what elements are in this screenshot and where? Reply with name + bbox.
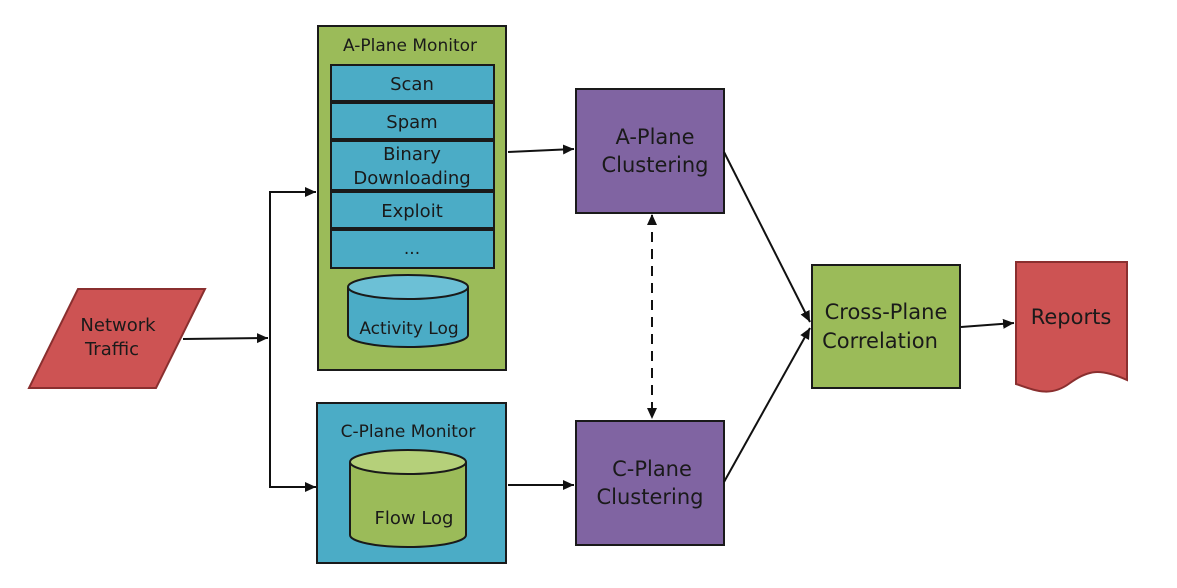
network-traffic-label-line2: Traffic	[84, 339, 139, 360]
activity-item-label: ...	[404, 239, 420, 259]
c-plane-monitor: C-Plane Monitor Flow Log	[316, 402, 507, 564]
reports-label: Reports	[1031, 305, 1112, 329]
flow-log-cylinder: Flow Log	[349, 449, 467, 548]
network-traffic-label-line1: Network	[80, 315, 156, 336]
a-plane-monitor: A-Plane Monitor Scan Spam Binary Downloa…	[317, 25, 507, 371]
splitter-to-a-plane-monitor-arrow	[269, 187, 316, 488]
activity-list: Scan Spam Binary Downloading Exploit ...	[330, 64, 495, 269]
a-monitor-to-a-clustering-arrow	[507, 144, 575, 155]
a-plane-clustering-label-line2: Clustering	[601, 153, 708, 177]
reports-node: Reports	[1015, 261, 1128, 393]
activity-item-binary-downloading: Binary Downloading	[330, 140, 495, 191]
cross-plane-correlation-label-line2: Correlation	[822, 329, 938, 353]
network-traffic-node: Network Traffic	[27, 288, 207, 389]
activity-item-label-line1: Binary	[383, 144, 441, 165]
a-plane-monitor-title: A-Plane Monitor	[343, 36, 477, 56]
c-plane-clustering-label-line1: C-Plane	[612, 457, 692, 481]
cross-plane-correlation-node: Cross-Plane Correlation	[811, 264, 961, 389]
a-clustering-to-correlation-arrow	[723, 151, 811, 323]
activity-item-label-line2: Downloading	[353, 168, 470, 189]
a-plane-clustering-node: A-Plane Clustering	[575, 88, 725, 214]
flow-log-label: Flow Log	[375, 508, 454, 529]
activity-item-label: Scan	[390, 74, 434, 95]
activity-item-spam: Spam	[330, 102, 495, 140]
network-traffic-shape	[27, 288, 207, 389]
activity-log-label: Activity Log	[359, 319, 458, 339]
reports-document-shape	[1015, 261, 1128, 393]
c-plane-clustering-node: C-Plane Clustering	[575, 420, 725, 546]
c-plane-monitor-title: C-Plane Monitor	[341, 422, 476, 442]
activity-item-exploit: Exploit	[330, 191, 495, 229]
a-plane-clustering-label-line1: A-Plane	[615, 125, 694, 149]
activity-item-scan: Scan	[330, 64, 495, 102]
traffic-to-splitter-line	[182, 333, 269, 344]
activity-item-label: Spam	[386, 112, 437, 133]
activity-item-more: ...	[330, 229, 495, 269]
activity-log-cylinder: Activity Log	[347, 274, 469, 348]
cross-plane-correlation-label-line1: Cross-Plane	[825, 300, 948, 324]
activity-item-label: Exploit	[381, 201, 443, 222]
traffic-connectors	[182, 187, 316, 492]
c-clustering-to-correlation-arrow	[723, 327, 811, 483]
c-plane-clustering-label-line2: Clustering	[596, 485, 703, 509]
correlation-to-reports-arrow	[960, 318, 1015, 329]
